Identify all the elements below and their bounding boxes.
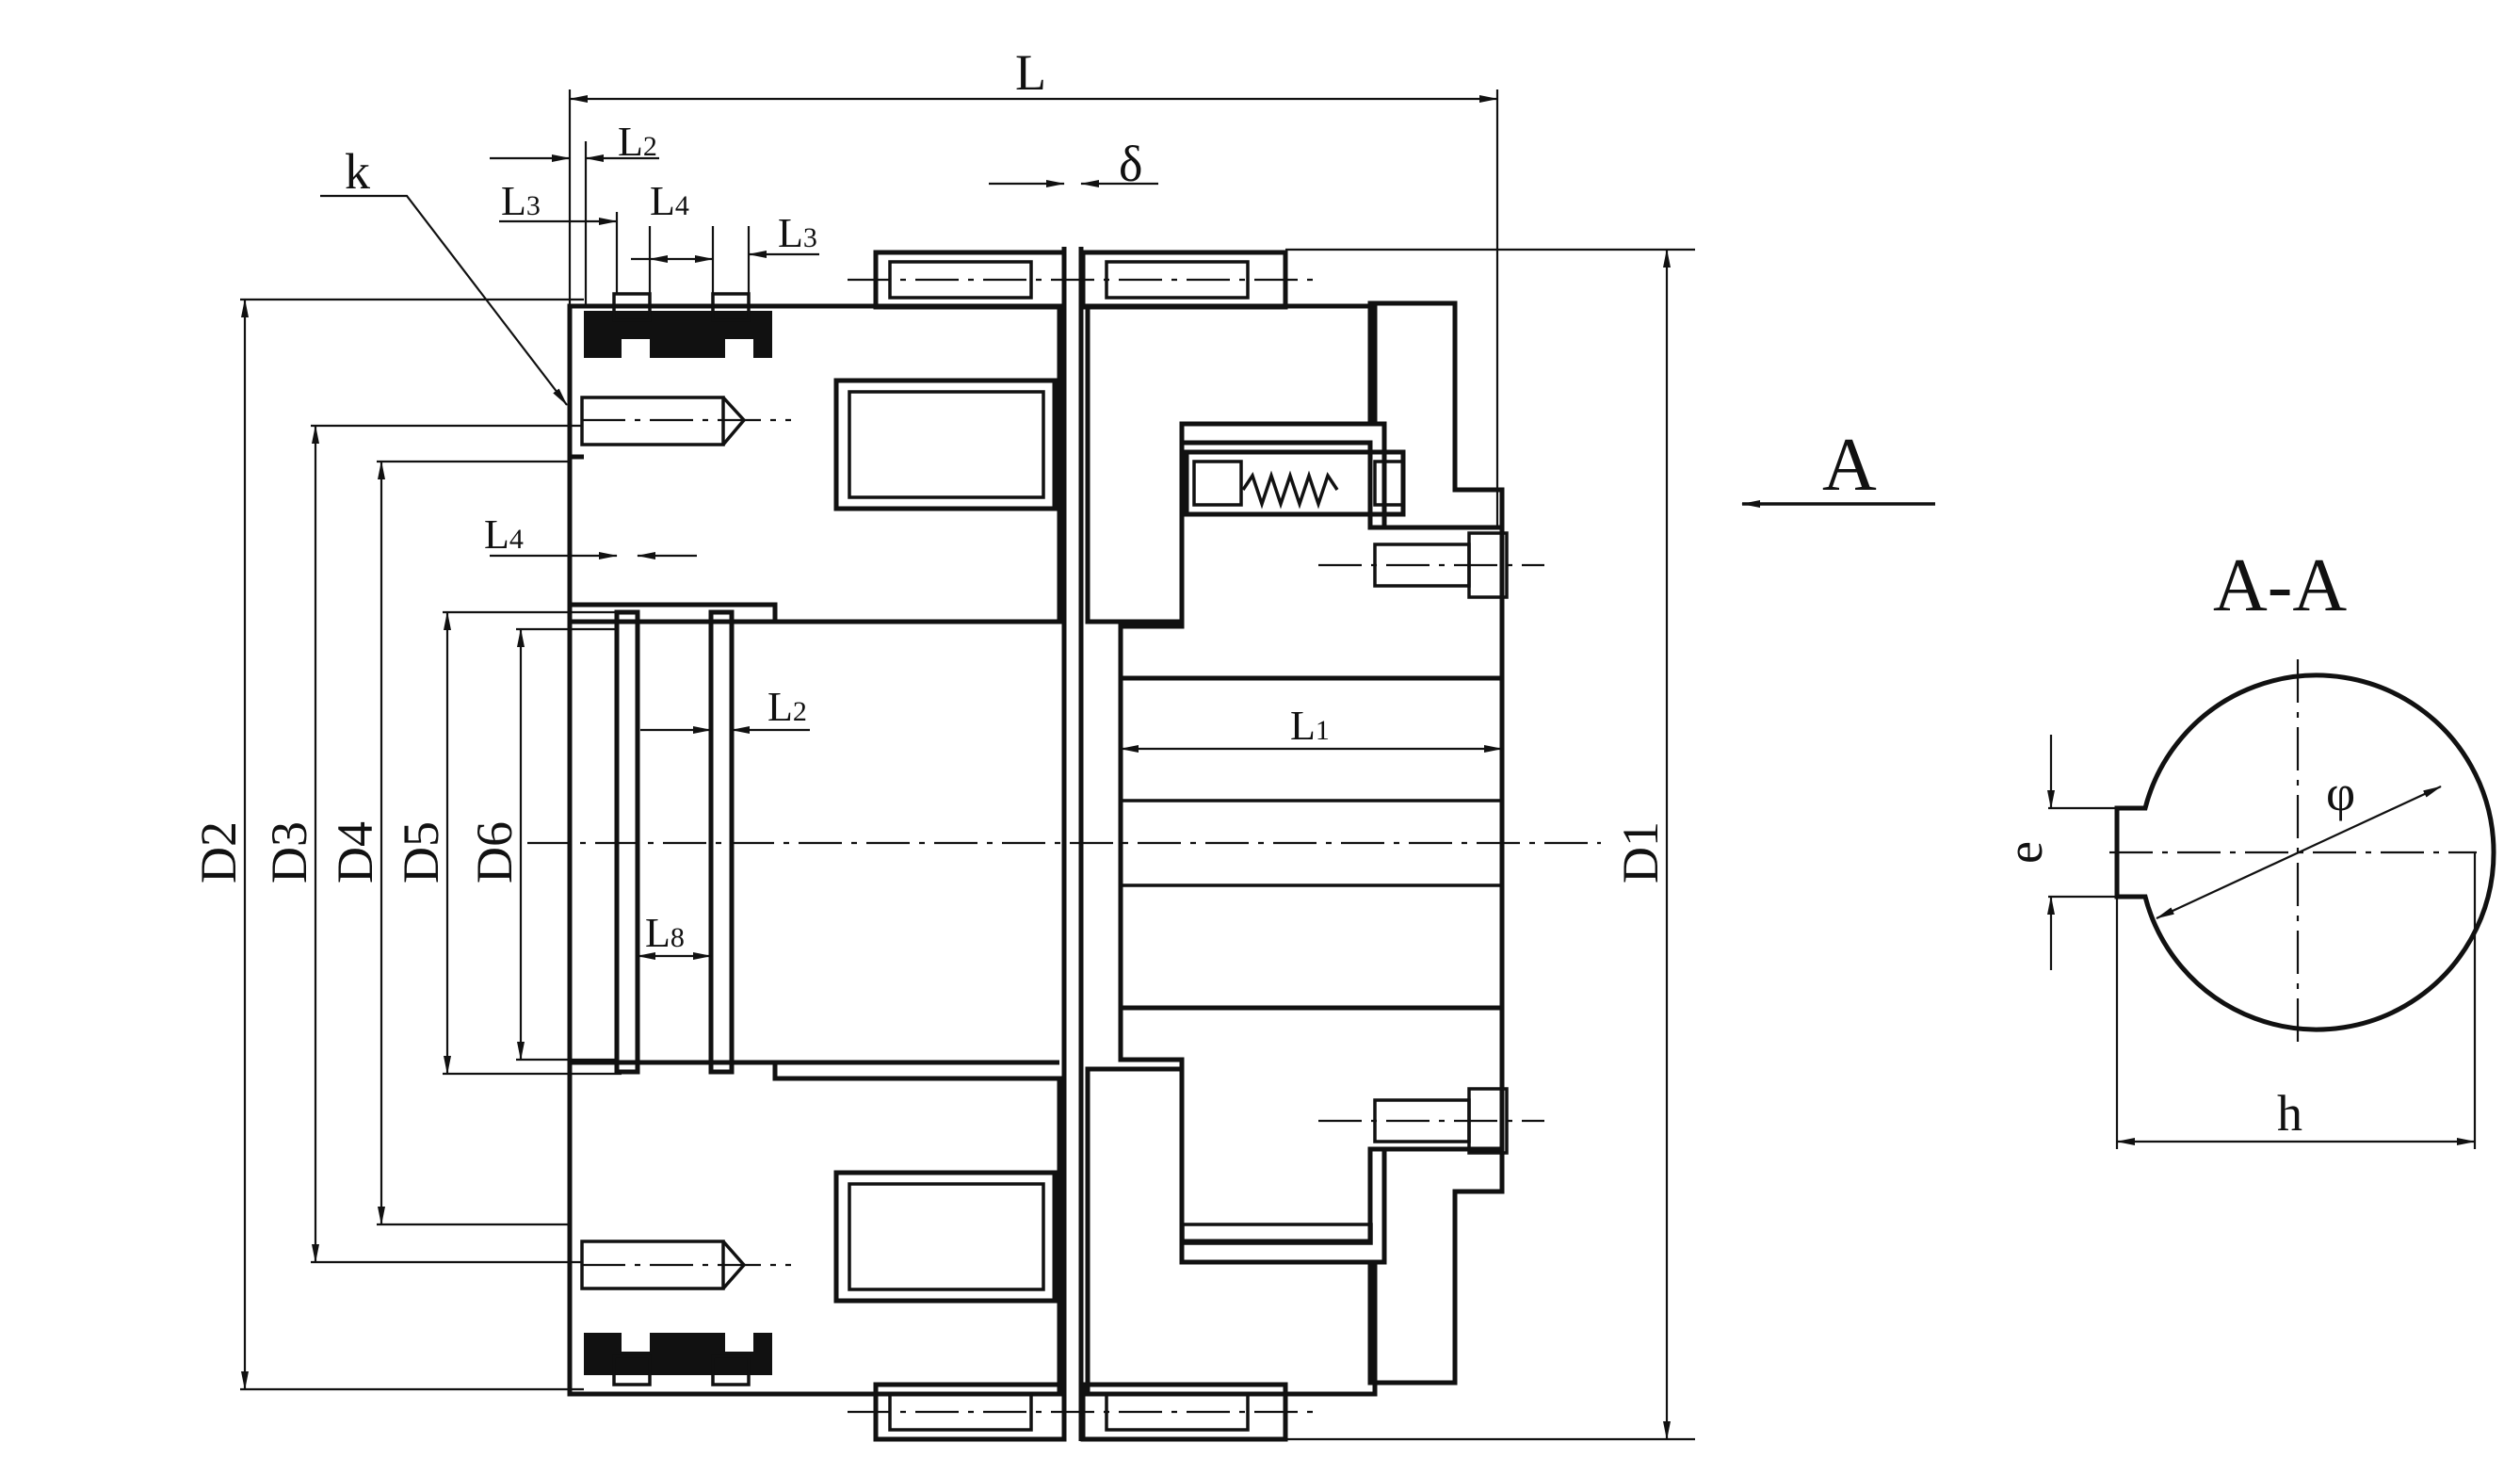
dim-D6: D6 xyxy=(466,821,523,883)
dim-phi: φ xyxy=(2326,765,2355,821)
dim-L: L xyxy=(1015,44,1046,101)
dim-D4: D4 xyxy=(327,821,383,883)
friction-rings xyxy=(584,292,772,1386)
shaft-section xyxy=(2114,673,2496,1032)
dim-D3: D3 xyxy=(261,821,317,883)
dim-D5: D5 xyxy=(393,821,449,883)
coil-lower xyxy=(833,1170,1058,1304)
dim-L3-right: L3 xyxy=(778,210,817,256)
section-title: A-A xyxy=(2213,544,2347,627)
dimensions: L L2 k L3 L4 L3 δ L4 L2 xyxy=(190,44,1935,1441)
dim-L2-top: L2 xyxy=(618,119,657,165)
drive-pins xyxy=(848,250,1314,1442)
inner-hub-lower xyxy=(1118,1005,1505,1244)
armature-upper xyxy=(1085,303,1378,624)
dim-D2: D2 xyxy=(190,821,247,883)
dim-L4-top: L4 xyxy=(650,178,689,224)
dim-L2-mid: L2 xyxy=(767,684,807,730)
dim-h: h xyxy=(2277,1085,2302,1142)
dim-L3-left: L3 xyxy=(501,178,541,224)
dim-e: e xyxy=(1996,841,2053,864)
spring xyxy=(1241,470,1339,510)
section-a-a: A-A φ e h xyxy=(1996,544,2496,1149)
end-plate-upper xyxy=(1367,300,1505,530)
dim-D1: D1 xyxy=(1612,821,1669,883)
dim-L4-mid: L4 xyxy=(484,511,524,558)
left-hub-upper xyxy=(567,303,1062,624)
coil-upper xyxy=(833,378,1058,511)
end-plate-lower xyxy=(1367,1146,1505,1386)
dim-L1: L1 xyxy=(1290,703,1330,749)
right-hub xyxy=(1085,300,1544,1397)
left-hub-lower xyxy=(567,1060,1062,1397)
dim-L8: L8 xyxy=(645,910,685,956)
bore xyxy=(527,247,1601,1441)
armature-lower xyxy=(1085,1066,1378,1397)
left-hub xyxy=(567,303,1062,1397)
label-k: k xyxy=(345,143,370,200)
dim-delta: δ xyxy=(1119,136,1142,192)
view-arrow-label: A xyxy=(1822,424,1877,507)
